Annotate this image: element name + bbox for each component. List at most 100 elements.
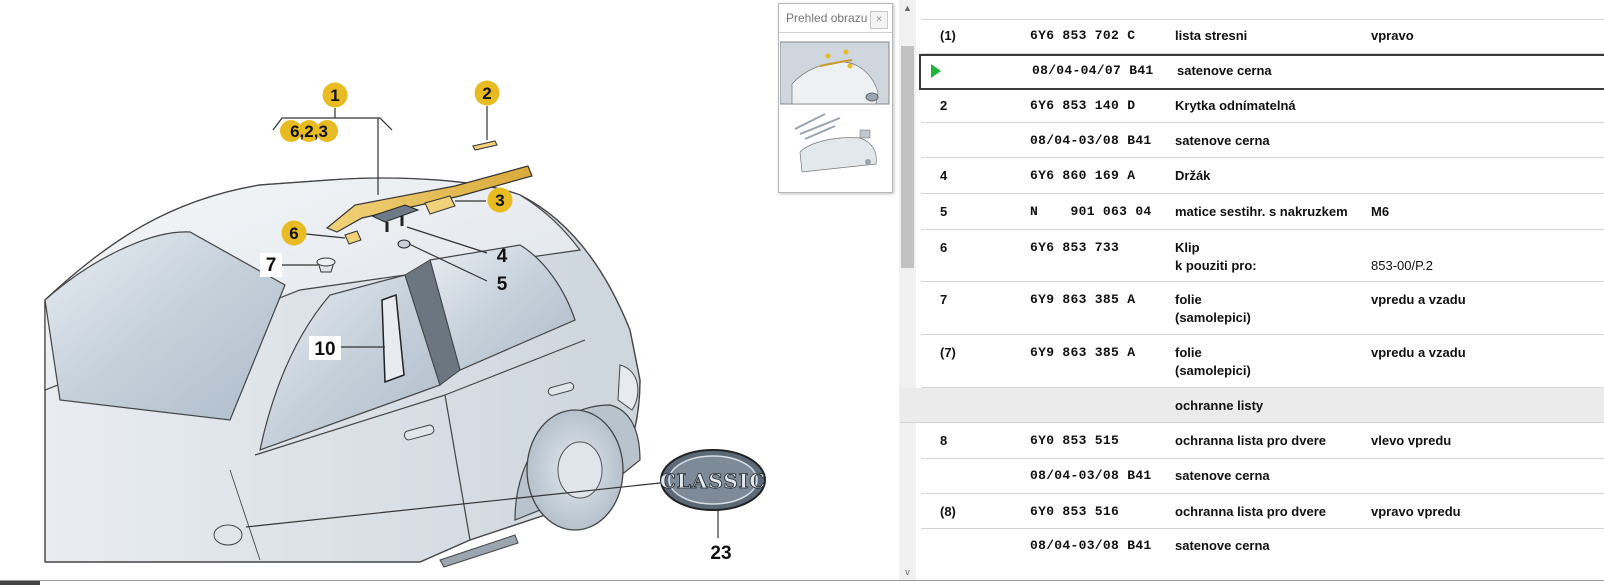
tail-light [617,364,639,411]
overview-title: Prehled obrazu [786,11,868,25]
svg-text:6: 6 [289,224,298,243]
part-number-cell: 6Y9 863 385 A [1030,292,1136,307]
callout-1[interactable]: 1 [322,82,348,108]
nut-part [397,239,411,249]
description-cell: folie [1175,345,1202,360]
part-number-cell: 6Y0 853 516 [1030,504,1120,519]
pos-cell: 5 [940,204,948,219]
vertical-scrollbar[interactable]: ▲ v [899,0,916,580]
description-cell: satenove cerna [1175,468,1270,483]
thumb-badge [865,92,879,102]
part-number-cell: 08/04-03/08 B41 [1030,538,1152,553]
pos-cell: 2 [940,98,948,113]
callout-4[interactable]: 4 [497,246,508,267]
pos-cell: (7) [940,345,956,360]
svg-text:6,2,3: 6,2,3 [290,122,328,141]
table-row-top-spacer [921,0,1604,20]
door-handle [403,424,435,441]
table-row[interactable]: 6 6Y6 853 733 Klip k pouziti pro: 853-00… [921,230,1604,282]
part-number-cell: 6Y0 853 515 [1030,433,1120,448]
door-protection-strip [439,534,519,568]
description-cell: folie [1175,292,1202,307]
thumb-callout [825,53,831,59]
part-number-cell: 08/04-03/08 B41 [1030,133,1152,148]
door-decal-part [381,293,405,384]
thumb-car [791,61,879,105]
svg-text:1: 1 [330,86,339,105]
cap-part [472,140,498,151]
description-line2-cell: (samolepici) [1175,363,1251,378]
svg-text:5: 5 [497,274,508,295]
door-line [444,339,586,396]
callout-6[interactable]: 6 [281,220,307,246]
svg-text:CLASSIC: CLASSIC [660,469,766,493]
classic-badge: CLASSIC [659,449,766,511]
callout-5[interactable]: 5 [497,274,508,295]
callout-7[interactable]: 7 [260,253,282,277]
part-number-cell: 6Y9 863 385 A [1030,345,1136,360]
callout-group-6-2-3[interactable]: 6,2,3 [280,120,338,142]
clip-spring-part [424,195,456,215]
table-row[interactable]: 08/04-03/08 B41 satenove cerna [921,459,1604,494]
thumb-callout [843,49,849,55]
clip-part [344,230,362,245]
description-cell: lista stresni [1175,28,1248,43]
scroll-thumb[interactable] [901,46,914,268]
svg-text:2: 2 [482,84,491,103]
leader-lines [245,106,719,538]
table-row[interactable]: 08/04-03/08 B41 satenove cerna [921,123,1604,158]
pos-cell: 4 [940,168,948,183]
table-row[interactable]: (1) 6Y6 853 702 C lista stresni vpravo [921,20,1604,54]
note-line2-cell: 853-00/P.2 [1371,258,1433,273]
pos-cell: (8) [940,504,956,519]
thumb-callout [847,63,853,69]
plug-top [316,257,336,267]
close-icon[interactable]: × [870,11,888,29]
pos-cell: 7 [940,292,948,307]
description-cell: satenove cerna [1175,133,1270,148]
overview-thumbnail[interactable] [780,34,891,190]
table-row[interactable]: (7) 6Y9 863 385 A folie (samolepici) vpr… [921,335,1604,388]
callout-23[interactable]: 23 [710,543,731,564]
overview-panel[interactable]: Prehled obrazu × [778,3,893,193]
thumb-strips [794,113,841,140]
table-row[interactable]: (8) 6Y0 853 516 ochranna lista pro dvere… [921,494,1604,529]
pos-cell: (1) [940,28,956,43]
part-number-cell: 6Y6 853 733 [1030,240,1120,255]
note-cell: vpravo [1371,28,1414,43]
table-row[interactable]: 5 N 901 063 04 matice sestihr. s nakruzk… [921,194,1604,230]
overview-header[interactable]: Prehled obrazu × [779,4,892,33]
section-title: ochranne listy [1175,398,1264,413]
table-row[interactable]: 4 6Y6 860 169 A Držák [921,158,1604,194]
thumb-car-rear [799,137,877,173]
door-handle [547,382,575,396]
table-row[interactable]: 2 6Y6 853 140 D Krytka odnímatelná [921,89,1604,123]
part-number-cell: 6Y6 860 169 A [1030,168,1136,183]
callout-2[interactable]: 2 [474,80,500,106]
wheel-hub [557,441,603,499]
svg-text:7: 7 [266,255,277,276]
parts-diagram[interactable]: 1 2 3 6 6,2,3 4 5 7 [0,0,882,587]
callout-10[interactable]: 10 [309,336,341,360]
section-header-row: ochranne listy [900,388,1604,423]
part-number-cell: 6Y6 853 702 C [1030,28,1136,43]
table-row[interactable]: 7 6Y9 863 385 A folie (samolepici) vpred… [921,282,1604,335]
b-pillar [404,259,461,386]
car-illustration: 1 2 3 6 6,2,3 4 5 7 [44,80,766,568]
description-cell: Krytka odnímatelná [1175,98,1296,113]
note-cell: vpravo vpredu [1371,504,1461,519]
svg-text:23: 23 [710,543,731,564]
note-cell: vlevo vpredu [1371,433,1452,448]
bottom-tab-indicator[interactable] [0,581,40,585]
callout-3[interactable]: 3 [487,187,513,213]
status-strip [0,580,1604,588]
thumb-part [865,159,871,165]
scroll-up-icon[interactable]: ▲ [903,3,912,13]
rear-window [429,244,576,371]
part-number-cell: 08/04-04/07 B41 [1032,63,1154,78]
scroll-down-icon[interactable]: v [905,567,910,577]
description-line2-cell: (samolepici) [1175,310,1251,325]
table-row[interactable]: 8 6Y0 853 515 ochranna lista pro dvere v… [921,423,1604,459]
table-row-selected[interactable]: 08/04-04/07 B41 satenove cerna [919,54,1604,90]
table-row[interactable]: 08/04-03/08 B41 satenove cerna [921,529,1604,563]
